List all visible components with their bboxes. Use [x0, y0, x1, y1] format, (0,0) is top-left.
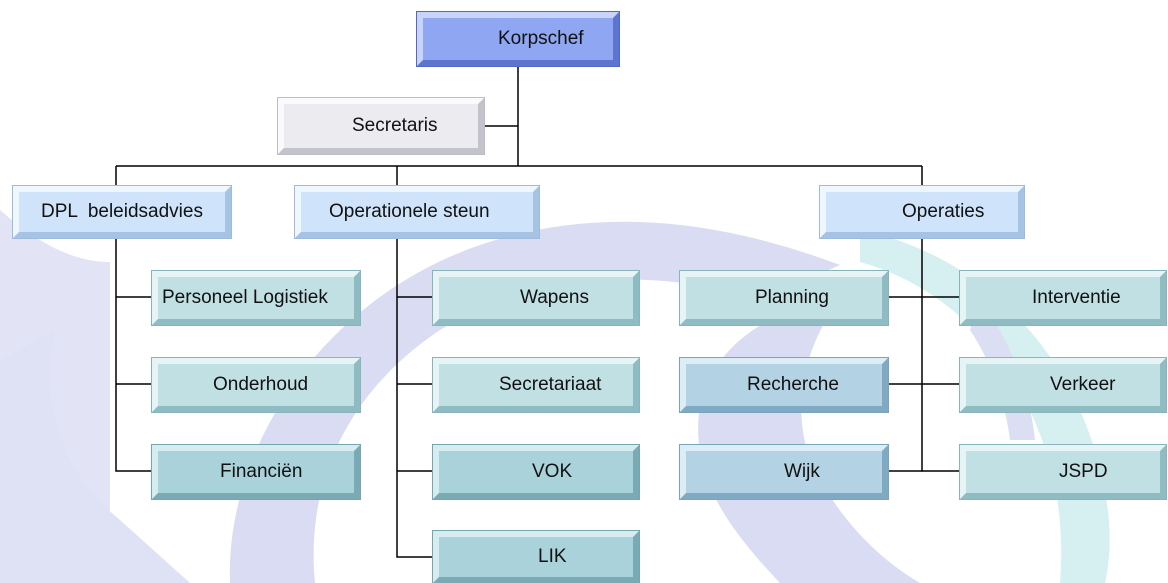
node-planning: Planning: [679, 270, 889, 326]
node-korpschef: Korpschef: [416, 11, 620, 67]
node-interventie: Interventie: [959, 270, 1167, 326]
node-operationele-steun-label: Operationele steun: [329, 201, 490, 222]
node-lik-label: LIK: [538, 546, 567, 567]
node-planning-label: Planning: [755, 287, 829, 308]
node-dpl-beleidsadvies-label: DPL beleidsadvies: [41, 201, 203, 222]
node-dpl-beleidsadvies: DPL beleidsadvies: [12, 185, 232, 239]
connector-operaties-trunk: [921, 238, 960, 472]
node-jspd: JSPD: [959, 444, 1167, 500]
node-jspd-label: JSPD: [1059, 461, 1108, 482]
node-financien: Financiën: [151, 444, 361, 500]
node-operationele-steun: Operationele steun: [294, 185, 540, 239]
node-verkeer: Verkeer: [959, 357, 1167, 413]
node-financien-label: Financiën: [220, 461, 303, 482]
node-operaties-label: Operaties: [902, 201, 985, 222]
node-onderhoud-label: Onderhoud: [213, 374, 309, 395]
node-wapens: Wapens: [432, 270, 640, 326]
node-wapens-label: Wapens: [520, 287, 589, 308]
node-personeel-logistiek-label: Personeel Logistiek: [162, 287, 328, 308]
node-wijk: Wijk: [679, 444, 889, 500]
node-vok-label: VOK: [532, 461, 573, 482]
node-interventie-label: Interventie: [1032, 287, 1121, 308]
node-korpschef-label: Korpschef: [498, 28, 584, 49]
node-onderhoud: Onderhoud: [151, 357, 361, 413]
node-secretariaat: Secretariaat: [432, 357, 640, 413]
node-secretariaat-label: Secretariaat: [499, 374, 602, 395]
node-secretaris: Secretaris: [277, 97, 485, 155]
node-verkeer-label: Verkeer: [1050, 374, 1116, 395]
node-recherche-label: Recherche: [747, 374, 839, 395]
node-lik: LIK: [432, 530, 640, 583]
node-personeel-logistiek: Personeel Logistiek: [151, 270, 361, 326]
connector-dpl-trunk: [115, 238, 152, 472]
node-secretaris-label: Secretaris: [352, 115, 438, 136]
connector-steun-trunk: [396, 238, 433, 558]
node-wijk-label: Wijk: [784, 461, 820, 482]
node-vok: VOK: [432, 444, 640, 500]
node-operaties: Operaties: [819, 185, 1025, 239]
node-recherche: Recherche: [679, 357, 889, 413]
